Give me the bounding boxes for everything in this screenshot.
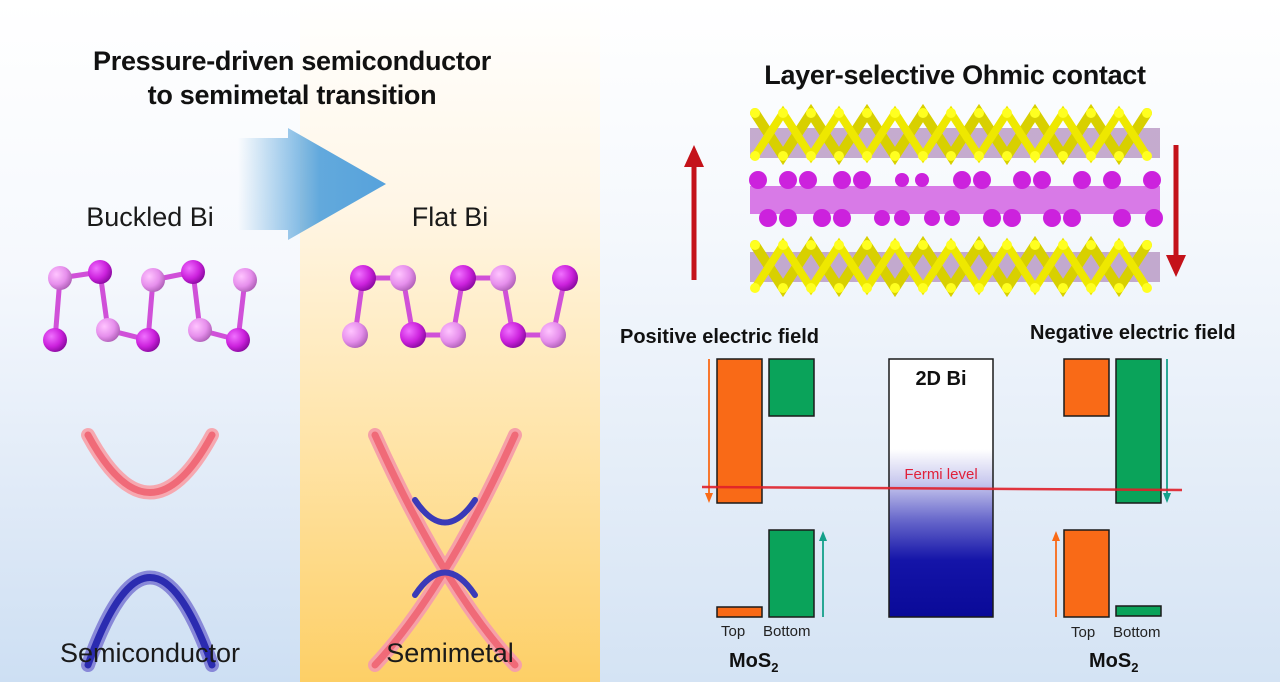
positive-top-conduction-bar xyxy=(716,358,763,504)
flat-bi-structure xyxy=(342,265,578,348)
negative-orange-up-arrow xyxy=(1052,531,1060,617)
positive-bottom-label: Bottom xyxy=(763,623,811,640)
buckled-bi-structure xyxy=(43,260,257,352)
positive-top-label: Top xyxy=(721,623,746,640)
semimetal-label: Semimetal xyxy=(386,638,514,668)
positive-field-label: Positive electric field xyxy=(620,326,819,348)
negative-bottom-conduction-bar xyxy=(1115,358,1162,504)
positive-mos2-label: MoS2 xyxy=(729,650,778,675)
bi-layer xyxy=(749,171,1163,227)
negative-field-label: Negative electric field xyxy=(1030,322,1236,344)
bi-label: 2D Bi xyxy=(915,368,967,390)
band-alignment-diagram xyxy=(701,358,1183,618)
negative-mos2-label: MoS2 xyxy=(1089,650,1138,675)
negative-bottom-label: Bottom xyxy=(1113,624,1161,641)
semiconductor-label: Semiconductor xyxy=(59,638,241,668)
mos2-subscript: 2 xyxy=(771,660,779,675)
pressure-title: Pressure-driven semiconductor to semimet… xyxy=(0,44,584,112)
up-arrow-icon xyxy=(684,145,704,280)
positive-bottom-conduction-bar xyxy=(768,358,815,417)
mos2-text: MoS xyxy=(1089,650,1132,672)
positive-orange-down-arrow xyxy=(705,359,713,503)
buckled-bi-label: Buckled Bi xyxy=(86,202,214,232)
down-arrow-icon xyxy=(1166,145,1186,277)
negative-bottom-valence-bar xyxy=(1115,605,1162,617)
ohmic-contact-title: Layer-selective Ohmic contact xyxy=(764,60,1146,90)
transition-arrow-icon xyxy=(238,128,386,240)
mos2-subscript: 2 xyxy=(1131,660,1139,675)
flat-bi-label: Flat Bi xyxy=(411,202,489,232)
negative-top-label: Top xyxy=(1071,624,1096,641)
positive-green-up-arrow xyxy=(819,531,827,617)
semiconductor-band-diagram xyxy=(81,428,219,672)
positive-top-valence-bar xyxy=(716,606,763,618)
mos2-text: MoS xyxy=(729,650,772,672)
semimetal-band-diagram xyxy=(368,428,522,672)
pressure-title-line2: to semimetal transition xyxy=(147,80,437,110)
heterostructure-model xyxy=(749,103,1163,298)
negative-top-conduction-bar xyxy=(1063,358,1110,417)
fermi-level-label: Fermi level xyxy=(904,466,978,483)
pressure-title-line1: Pressure-driven semiconductor xyxy=(93,46,491,76)
negative-top-valence-bar xyxy=(1063,529,1110,618)
top-mos2-layer xyxy=(750,103,1160,166)
negative-green-down-arrow xyxy=(1163,359,1171,503)
bottom-mos2-layer xyxy=(750,235,1160,298)
fermi-level-line xyxy=(701,485,1183,492)
positive-bottom-valence-bar xyxy=(768,529,815,618)
